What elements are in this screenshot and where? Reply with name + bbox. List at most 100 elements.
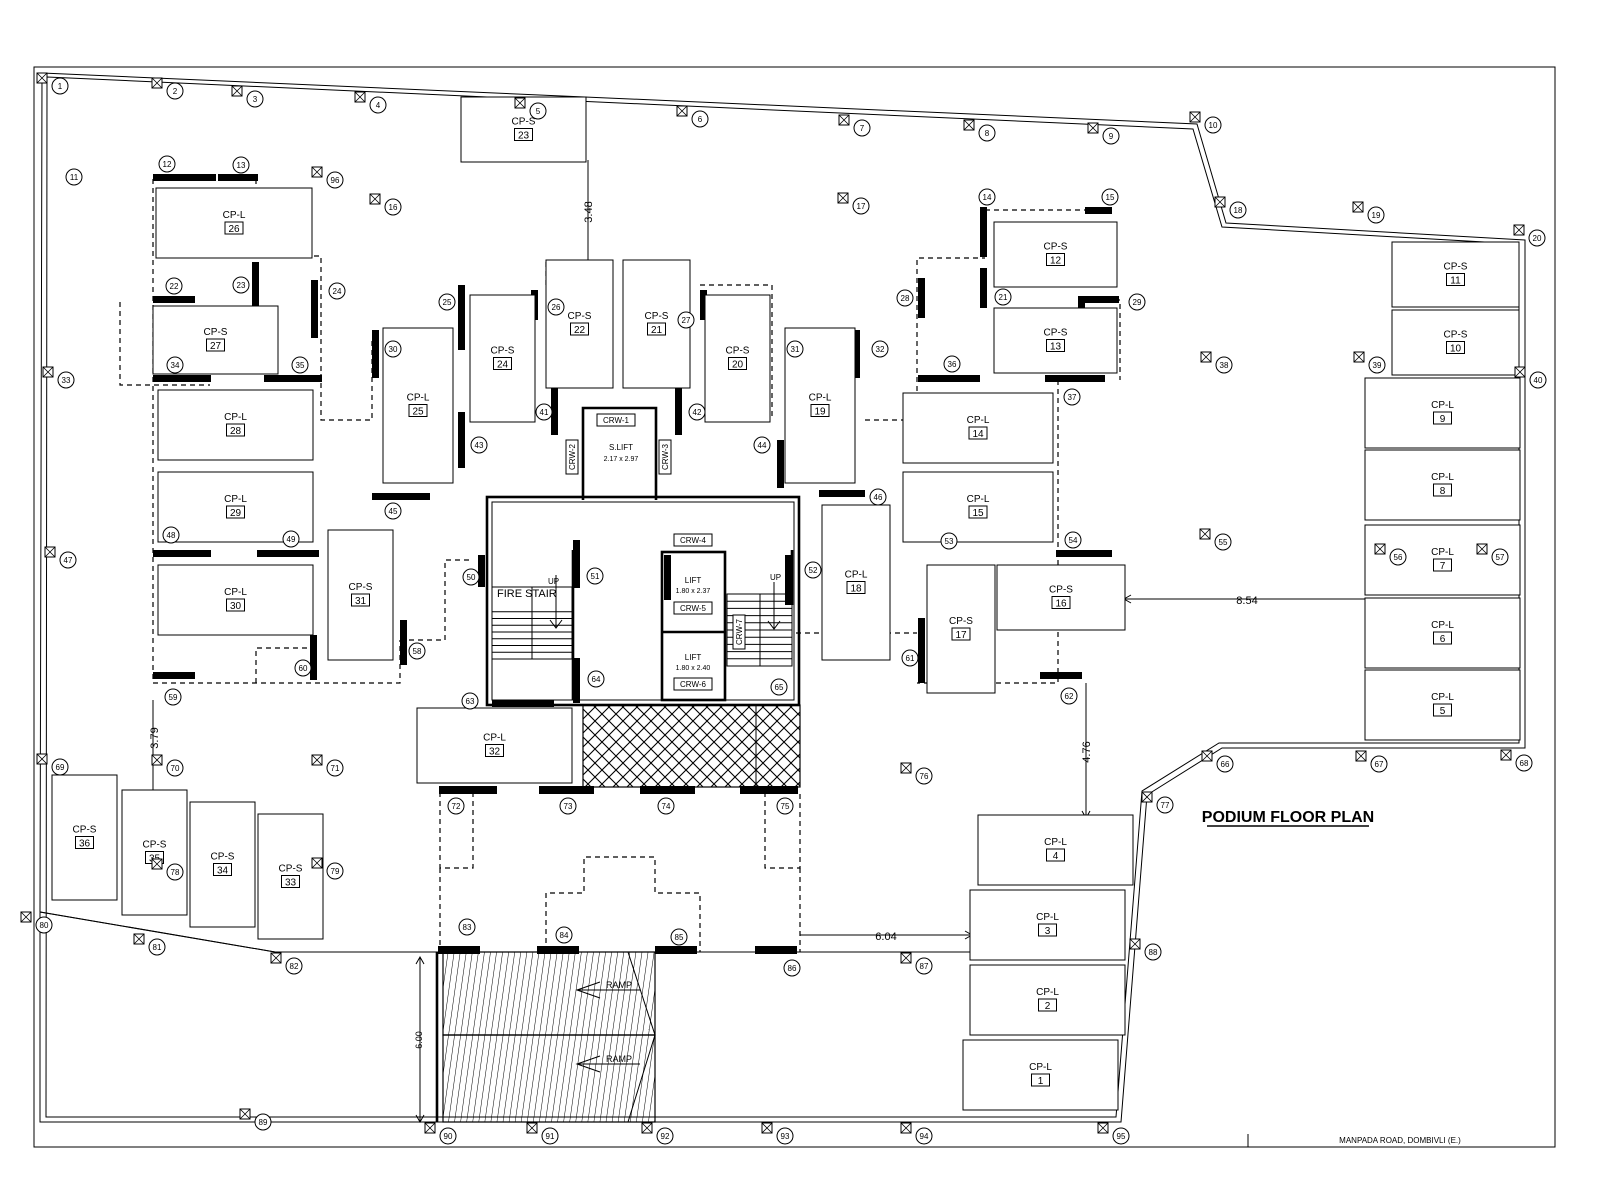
parking-number-box <box>846 581 866 594</box>
column-tag-circle <box>438 293 456 311</box>
column-tag-label: 15 <box>1106 193 1115 202</box>
parking-type-label: CP-L <box>407 393 430 404</box>
crw-tags: CRW-1 CRW-2 CRW-3 CRW-4 CRW-5 CRW-6 CRW-… <box>565 413 746 691</box>
column-tag-circle <box>1102 127 1120 145</box>
wall-segment <box>153 375 211 382</box>
column-49: 49 <box>282 530 300 548</box>
parking-number-label: 11 <box>1450 276 1461 287</box>
column-tag-circle <box>555 926 573 944</box>
parking-bay-2: CP-L2 <box>969 964 1126 1036</box>
parking-bay-15: CP-L15 <box>902 471 1054 543</box>
column-tag-label: 70 <box>171 764 180 773</box>
dimension-label: 3.79 <box>149 727 161 748</box>
column-68: 68 <box>1500 749 1533 772</box>
column-tag-circle <box>1204 116 1222 134</box>
column-32: 32 <box>871 340 889 358</box>
parking-bay-8: CP-L8 <box>1364 449 1521 521</box>
parking-number-box <box>485 744 504 757</box>
column-tag-circle <box>1063 388 1081 406</box>
parking-number-box <box>1433 558 1452 572</box>
column-60: 60 <box>294 659 312 677</box>
parking-number-label: 7 <box>1440 561 1446 572</box>
column-11: 11 <box>65 168 83 186</box>
column-tag-circle <box>776 1127 794 1145</box>
parking-number-label: 14 <box>972 429 984 440</box>
sheet-border <box>33 66 1556 1148</box>
parking-number-label: 24 <box>497 360 509 371</box>
parking-number-label: 10 <box>1450 344 1462 355</box>
wall-segment <box>1040 672 1082 679</box>
column-tag-circle <box>670 928 688 946</box>
parking-bay-24: CP-S24 <box>469 294 536 423</box>
parking-number-box <box>1433 411 1452 425</box>
wall-segment <box>439 786 497 794</box>
column-tag-circle <box>994 288 1012 306</box>
column-59: 59 <box>164 688 182 706</box>
column-tag-circle <box>326 759 344 777</box>
column-tag-label: 26 <box>552 303 561 312</box>
parking-type-label: CP-S <box>1444 330 1468 341</box>
column-tag-circle <box>896 289 914 307</box>
column-tag-label: 2 <box>173 87 178 96</box>
column-tag-circle <box>65 168 83 186</box>
column-tag-label: 7 <box>860 124 865 133</box>
parking-bay-10: CP-S 10 <box>1391 309 1520 376</box>
column-tag-label: 18 <box>1234 206 1243 215</box>
parking-number-box <box>1046 848 1065 862</box>
service-lift-size: 2.17 x 2.97 <box>604 456 639 463</box>
column-tag-label: 16 <box>389 203 398 212</box>
column-tag-circle <box>1528 229 1546 247</box>
column-tag-label: 87 <box>920 962 929 971</box>
wall-segment <box>655 946 697 954</box>
wall-segment <box>853 330 860 378</box>
parking-number-box <box>1446 273 1465 286</box>
column-tag-label: 74 <box>662 802 671 811</box>
parking-number-label: 22 <box>574 325 586 336</box>
column-33: 33 <box>42 366 75 389</box>
wall-segments <box>153 174 1119 954</box>
column-tag-label: 56 <box>1394 553 1403 562</box>
column-tag-circle <box>677 311 695 329</box>
column-74: 74 <box>657 797 675 815</box>
parking-number-label: 5 <box>1440 706 1446 717</box>
column-tag-circle <box>461 692 479 710</box>
column-tag-circle <box>940 532 958 550</box>
lift-b-size: 1.80 x 2.40 <box>676 665 711 672</box>
column-tag-circle <box>384 502 402 520</box>
parking-number-box <box>1433 631 1452 645</box>
parking-bay-34: CP-S34 <box>189 801 256 928</box>
column-10: 10 <box>1189 111 1222 134</box>
column-tag-circle <box>1064 531 1082 549</box>
parking-type-label: CP-S <box>279 864 303 875</box>
column-75: 75 <box>776 797 794 815</box>
column-tag-circle <box>470 436 488 454</box>
wall-segment <box>1045 375 1105 382</box>
wall-segment <box>372 493 430 500</box>
parking-number-box <box>1051 596 1071 609</box>
wall-segment <box>252 262 259 317</box>
column-tag-label: 72 <box>452 802 461 811</box>
column-tag-circle <box>51 77 69 95</box>
column-35: 35 <box>291 356 309 374</box>
parking-bay-32: CP-L32 <box>416 707 573 784</box>
column-tag-circle <box>165 277 183 295</box>
column-92: 92 <box>641 1122 674 1145</box>
column-tag-label: 11 <box>70 173 79 182</box>
parking-number-label: 28 <box>230 426 242 437</box>
parking-number-label: 30 <box>230 601 242 612</box>
ramp: RAMP RAMP <box>435 951 656 1123</box>
parking-type-label: CP-L <box>224 587 247 598</box>
column-tag-circle <box>529 102 547 120</box>
parking-bay-29: CP-L29 <box>157 471 314 543</box>
column-4: 4 <box>354 91 387 114</box>
column-69: 69 <box>36 753 69 776</box>
parking-number-box <box>1446 341 1465 354</box>
column-tag-label: 84 <box>560 931 569 940</box>
column-tag-label: 22 <box>170 282 179 291</box>
column-tag-label: 23 <box>237 281 246 290</box>
column-44: 44 <box>753 436 771 454</box>
column-tag-label: 77 <box>1161 801 1170 810</box>
column-13: 13 <box>232 156 250 174</box>
parking-number-box <box>968 426 988 440</box>
